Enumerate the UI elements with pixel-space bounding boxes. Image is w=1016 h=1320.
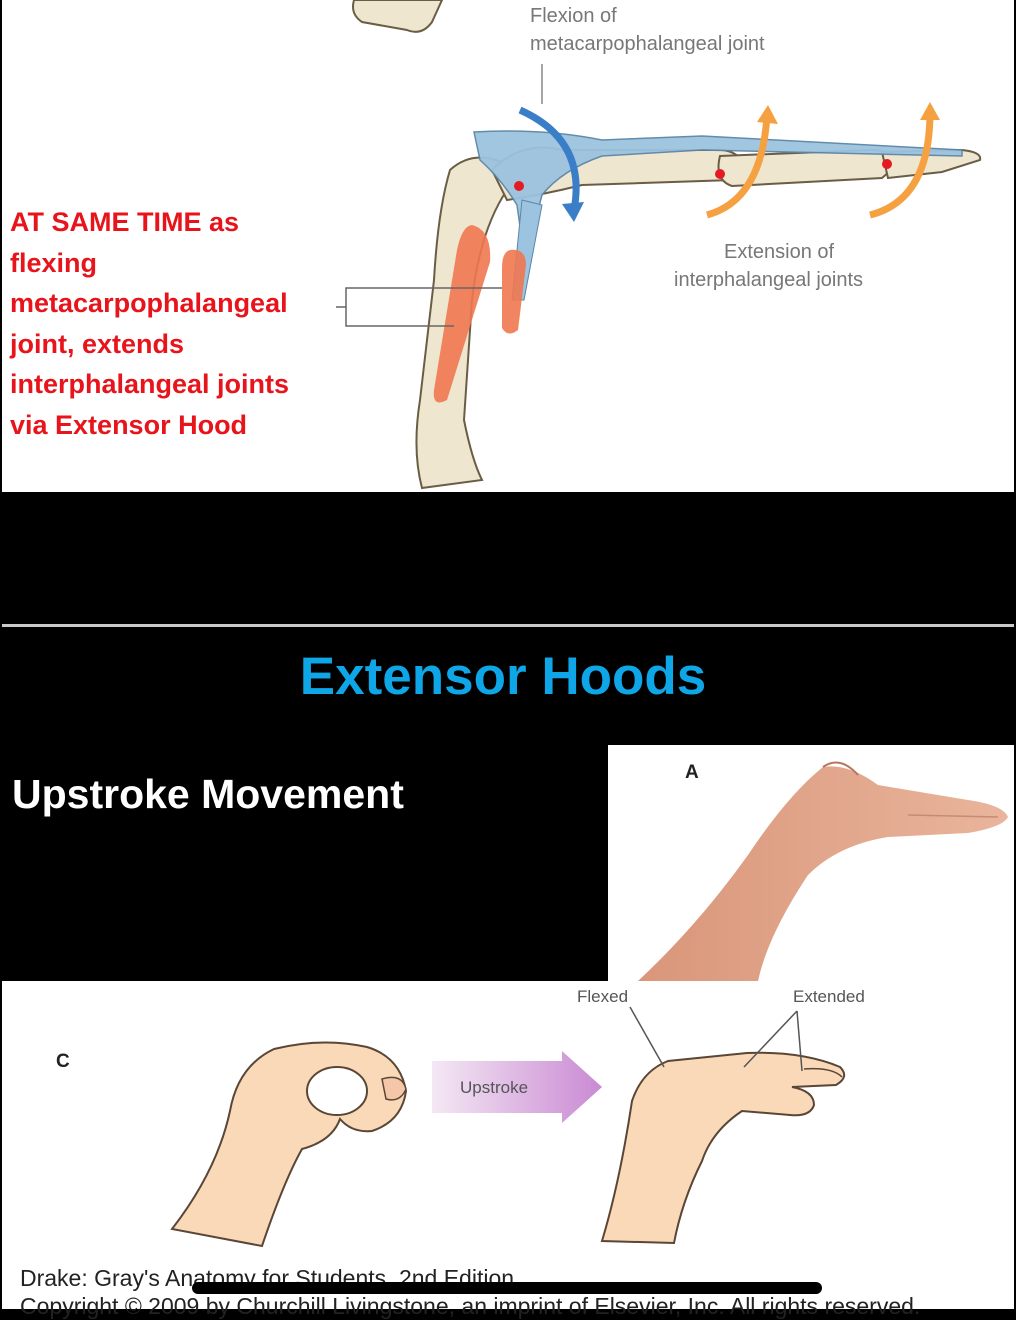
upstroke-label: Upstroke: [460, 1078, 529, 1097]
figure-letter-c: C: [56, 1051, 70, 1072]
slide-extensor-hood-diagram: Flexion of metacarpophalangeal joint Ext…: [2, 0, 1014, 492]
note-line: via Extensor Hood: [10, 409, 248, 440]
flexion-label-line2: metacarpophalangeal joint: [530, 33, 765, 55]
slide-subtitle: Upstroke Movement: [12, 771, 404, 817]
note-line: AT SAME TIME as: [10, 207, 240, 237]
hand-photo: [608, 745, 1016, 981]
flexion-label-line1: Flexion of: [530, 5, 617, 27]
flexed-label: Flexed: [577, 987, 629, 1006]
figure-letter-a: A: [685, 762, 699, 783]
credit-line-2: Copyright © 2009 by Churchill Livingston…: [20, 1293, 921, 1319]
frame-border-right: [1014, 0, 1016, 1309]
frame-border-left: [0, 0, 2, 1309]
upstroke-figure: Flexed Extended Upstroke C: [2, 981, 1014, 1309]
upstroke-hand-illustration: [170, 1006, 846, 1248]
red-annotation-note: AT SAME TIME as flexing metacarpophalang…: [10, 202, 330, 445]
note-line: interphalangeal joints: [10, 369, 290, 399]
extension-label-line2: interphalangeal joints: [674, 269, 864, 291]
slide-gap: [2, 492, 1014, 624]
extension-label-line1: Extension of: [724, 241, 835, 263]
home-indicator-bar[interactable]: [192, 1282, 822, 1294]
note-line: metacarpophalangeal: [10, 288, 288, 318]
slide-title: Extensor Hoods: [299, 647, 707, 706]
finger-anatomy-illustration: [336, 0, 982, 490]
hand-photo-image: [638, 761, 1008, 981]
note-line: flexing: [10, 247, 98, 278]
extended-label: Extended: [793, 987, 865, 1006]
note-line: joint, extends: [10, 328, 185, 359]
slide-divider: [0, 624, 1016, 627]
